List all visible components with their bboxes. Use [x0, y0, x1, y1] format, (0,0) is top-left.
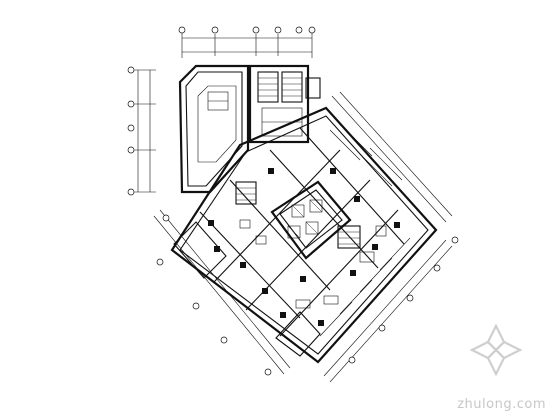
central-core — [235, 180, 361, 260]
left-dimension-lines — [127, 66, 156, 196]
columns-and-fixtures — [208, 168, 400, 326]
zhulong-logo-icon — [469, 323, 523, 377]
lower-left-bay — [173, 221, 321, 357]
main-building-outline — [170, 106, 438, 364]
watermark-text: zhulong.com — [457, 397, 546, 412]
pool-wing — [178, 64, 250, 194]
top-dimension-lines — [178, 26, 316, 58]
interior-partitions — [199, 123, 411, 337]
stair-core-block — [248, 64, 321, 144]
